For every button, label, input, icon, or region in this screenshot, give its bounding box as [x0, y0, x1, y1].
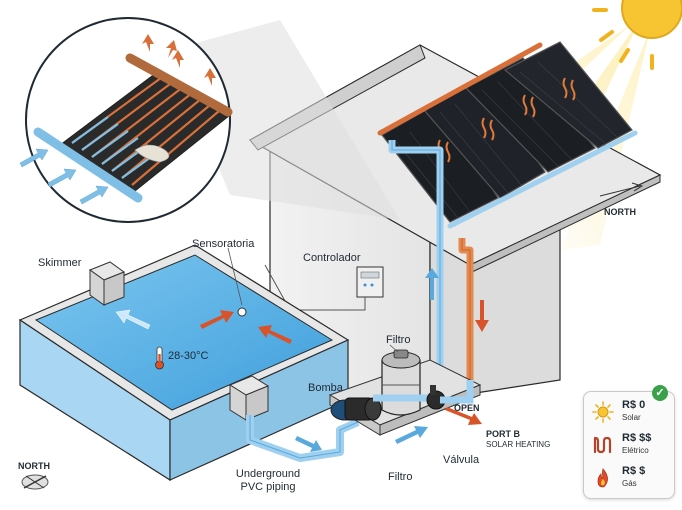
cost-solar-label: Solar — [622, 413, 641, 422]
pool-flow-arrow-blue — [115, 309, 151, 330]
skimmer-label: Skimmer — [38, 257, 82, 269]
cost-gas-value: R$ $ — [622, 465, 646, 477]
pvc-piping-label: PVC piping — [240, 481, 296, 493]
pump — [330, 397, 382, 421]
return-arrow — [395, 426, 428, 444]
filter-label-top: Filtro — [386, 334, 411, 346]
solar-panel-3 — [465, 57, 596, 173]
pump-label: Bomba — [308, 382, 343, 394]
cost-electric-label: Elétrico — [622, 446, 649, 455]
gas-flame-icon — [597, 468, 608, 488]
valve-label: Válvula — [443, 454, 480, 466]
electric-coil-icon — [593, 436, 612, 454]
pool-flow-arrow-hot-1 — [200, 310, 234, 329]
skimmer-top — [88, 261, 126, 306]
pool-flow-arrow-hot-2 — [258, 325, 292, 344]
sun-icon — [592, 401, 614, 423]
filter-label-bottom: Filtro — [388, 471, 413, 483]
port-b-label: PORT B — [486, 429, 521, 439]
temperature-label: 28-30°C — [168, 350, 209, 362]
port-b-arrow — [445, 407, 482, 425]
cost-row-solar: R$ 0 Solar — [590, 399, 670, 427]
solar-heating-label: SOLAR HEATING — [486, 440, 551, 449]
house-pipes — [388, 140, 489, 400]
energy-cost-panel: R$ 0 Solar R$ $$ Elétrico R$ $ Gás — [583, 391, 675, 499]
underground-arrow — [295, 436, 322, 452]
cost-gas-label: Gás — [622, 479, 637, 488]
controller-box — [264, 264, 384, 311]
cost-solar-value: R$ 0 — [622, 399, 646, 411]
cost-row-electric: R$ $$ Elétrico — [590, 432, 670, 460]
north-compass-icon — [21, 474, 49, 490]
north-roof-label: NORTH — [604, 207, 636, 217]
down-arrow-hot — [475, 300, 489, 332]
cost-electric-value: R$ $$ — [622, 432, 652, 444]
north-corner-label: NORTH — [18, 461, 50, 471]
north-roof-arrow — [599, 182, 644, 197]
sensor-label: Sensoratoria — [192, 238, 255, 250]
underground-pipes — [246, 415, 360, 462]
controller-label: Controlador — [303, 252, 361, 264]
collector-inset — [19, 17, 400, 223]
open-label: OPEN — [454, 403, 480, 413]
up-arrow-cold — [425, 268, 439, 300]
underground-label: Underground — [235, 468, 301, 480]
valve — [373, 380, 482, 444]
solar-panels — [377, 41, 638, 229]
filter-tank — [381, 349, 421, 416]
cost-row-gas: R$ $ Gás — [590, 465, 670, 493]
thermometer-icon — [155, 346, 164, 370]
sensor-icon — [237, 307, 247, 317]
skimmer-bottom — [228, 375, 270, 421]
check-icon: ✓ — [652, 385, 668, 401]
